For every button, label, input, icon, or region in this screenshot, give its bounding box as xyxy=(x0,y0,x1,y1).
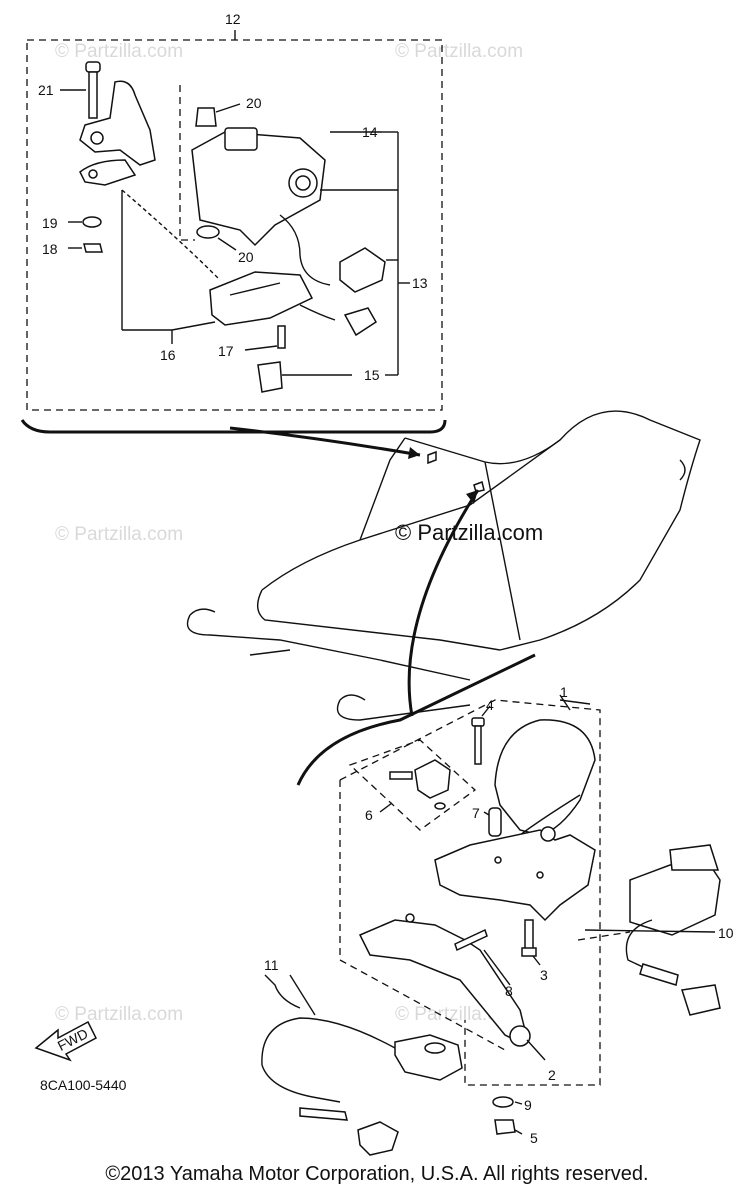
lever-switch-11 xyxy=(261,974,463,1156)
snowmobile-outline xyxy=(186,410,701,721)
callout-8: 8 xyxy=(505,983,513,999)
callout-1: 1 xyxy=(560,684,568,700)
callout-14: 14 xyxy=(362,124,378,140)
bolt-21 xyxy=(60,61,101,119)
callout-20-top: 20 xyxy=(246,95,262,111)
callout-12: 12 xyxy=(225,11,241,27)
screw-8 xyxy=(454,928,488,952)
lever-holder xyxy=(434,826,596,922)
cover-16 xyxy=(121,189,378,344)
washer-9 xyxy=(492,1096,514,1108)
lever-assembly xyxy=(261,653,721,1156)
inset-leader xyxy=(229,426,421,457)
nut-18 xyxy=(68,243,103,253)
inset-leader-arrow xyxy=(408,447,420,459)
watermark-faint: © Partzilla.com xyxy=(395,41,523,62)
lever-leader-arrow xyxy=(466,490,478,504)
copyright-notice: ©2013 Yamaha Motor Corporation, U.S.A. A… xyxy=(105,1163,649,1185)
callout-10: 10 xyxy=(718,925,734,941)
grommet-20-top xyxy=(195,103,241,127)
washer-19 xyxy=(68,216,102,228)
callout-20-bottom: 20 xyxy=(238,249,254,265)
callout-21: 21 xyxy=(38,82,54,98)
nut-5 xyxy=(494,1119,516,1135)
sub-box-6 xyxy=(348,739,477,831)
screw-17 xyxy=(244,325,286,351)
switch-unit-14 xyxy=(191,127,410,375)
callout-4: 4 xyxy=(486,697,494,713)
forward-arrow-icon: FWD xyxy=(34,1020,97,1062)
grip-cover xyxy=(494,719,596,836)
callout-13: 13 xyxy=(412,275,428,291)
brake-lever-8 xyxy=(358,913,531,1047)
watermark-faint: © Partzilla.com xyxy=(55,41,183,62)
callout-5: 5 xyxy=(530,1130,538,1146)
knob-6 xyxy=(389,759,451,810)
inset-bracket xyxy=(20,419,447,434)
bolt-3 xyxy=(521,919,537,957)
inset-switch-assembly xyxy=(20,30,447,434)
callout-11: 11 xyxy=(264,957,279,973)
callout-18: 18 xyxy=(42,241,58,257)
callout-15: 15 xyxy=(364,367,380,383)
callout-7: 7 xyxy=(472,805,480,821)
lever-bracket xyxy=(296,653,536,786)
watermark-faint: © Partzilla.com xyxy=(55,1004,183,1025)
callout-16: 16 xyxy=(160,347,176,363)
callout-3: 3 xyxy=(540,967,548,983)
callout-9: 9 xyxy=(524,1097,532,1113)
watermark-faint: © Partzilla.com xyxy=(55,524,183,545)
watermark-main: © Partzilla.com xyxy=(395,520,543,545)
bolt-15 xyxy=(257,361,398,393)
callout-6: 6 xyxy=(365,807,373,823)
callout-2: 2 xyxy=(548,1067,556,1083)
lever-group-border xyxy=(339,699,601,1086)
lever-leader xyxy=(407,489,480,717)
diagram-code: 8CA100-5440 xyxy=(40,1077,127,1093)
spacer-7 xyxy=(483,807,502,837)
callout-19: 19 xyxy=(42,215,58,231)
switch-unit-10 xyxy=(577,844,721,1016)
grommet-20-bottom xyxy=(196,225,237,251)
bolt-4 xyxy=(471,705,491,765)
mounting-bracket xyxy=(79,80,156,186)
callout-17: 17 xyxy=(218,343,234,359)
